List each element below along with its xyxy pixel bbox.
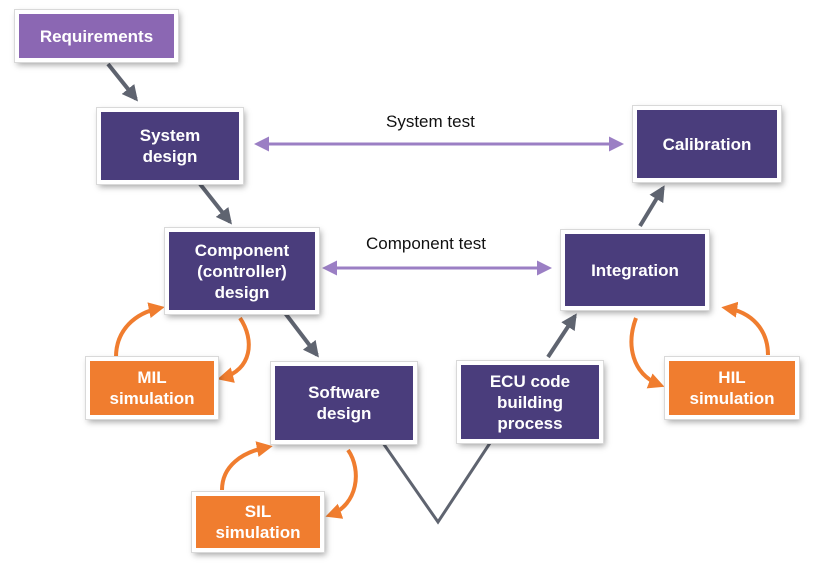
mil-label-line1: MIL — [137, 368, 167, 387]
component-design-label-line1: Component — [194, 240, 290, 260]
calibration-box: Calibration — [633, 106, 781, 182]
software-design-label-line1: Software — [308, 383, 380, 402]
system-design-label-line2: design — [142, 147, 198, 166]
mil-simulation-box: MIL simulation — [86, 357, 218, 419]
hil-loop-down-arrow — [629, 317, 665, 389]
system-design-box: System design — [97, 108, 243, 184]
arrow-system-to-component — [198, 182, 232, 225]
hil-loop-up-arrow — [721, 301, 770, 356]
sil-label-line2: simulation — [215, 523, 301, 542]
arrow-integration-to-calibration — [638, 185, 665, 228]
arrow-requirements-to-system — [106, 62, 138, 102]
arrow-ecu-to-integration — [546, 313, 577, 359]
sil-loop-up-arrow — [220, 441, 273, 491]
requirements-box: Requirements — [15, 10, 178, 62]
component-design-label-line2: (controller) — [197, 261, 287, 281]
requirements-label: Requirements — [39, 26, 154, 46]
ecu-code-box: ECU code building process — [457, 361, 603, 443]
component-design-label-line3: design — [214, 282, 270, 302]
sil-label-line1: SIL — [244, 502, 272, 521]
mil-loop-down-arrow — [217, 316, 251, 383]
ecu-code-label-line1: ECU code — [489, 371, 571, 391]
arrow-component-to-software — [283, 311, 319, 358]
hil-label-line1: HIL — [718, 368, 746, 387]
software-design-label-line2: design — [316, 404, 372, 423]
mil-loop-up-arrow — [114, 302, 165, 358]
v-bottom-line — [381, 442, 492, 525]
ecu-code-label-line2: building — [496, 392, 564, 412]
hil-label-line2: simulation — [689, 389, 775, 408]
system-test-label: System test — [386, 112, 475, 131]
component-design-box: Component (controller) design — [165, 228, 319, 314]
sil-loop-down-arrow — [325, 448, 358, 519]
mil-label-line2: simulation — [109, 389, 195, 408]
component-test-label: Component test — [366, 234, 487, 253]
hil-simulation-box: HIL simulation — [665, 357, 799, 419]
system-design-label-line1: System — [139, 126, 201, 145]
integration-label: Integration — [591, 260, 679, 280]
calibration-label: Calibration — [662, 134, 752, 154]
software-design-box: Software design — [271, 362, 417, 444]
integration-box: Integration — [561, 230, 709, 310]
sil-simulation-box: SIL simulation — [192, 492, 324, 552]
ecu-code-label-line3: process — [497, 413, 563, 433]
